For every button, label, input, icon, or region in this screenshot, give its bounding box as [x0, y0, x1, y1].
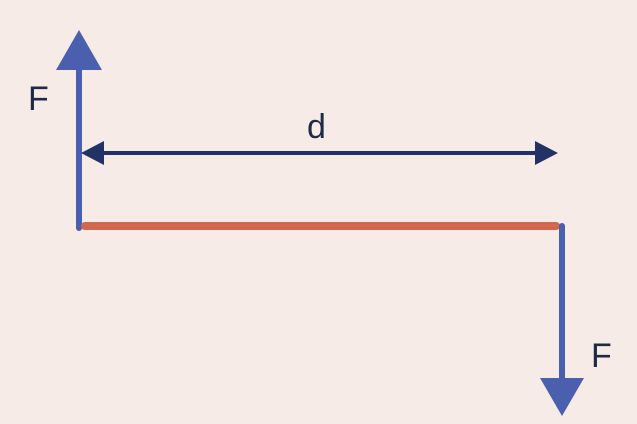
force-label-left: F	[28, 80, 49, 118]
distance-arrowhead-right	[535, 141, 558, 165]
distance-label: d	[307, 108, 326, 146]
upward-force-arrowhead	[56, 30, 102, 70]
downward-force-arrowhead	[540, 378, 584, 416]
force-label-right: F	[591, 337, 612, 375]
distance-arrow	[81, 141, 558, 165]
downward-force-arrow	[540, 223, 584, 416]
distance-arrowhead-left	[81, 141, 104, 165]
upward-force-arrow	[56, 30, 102, 231]
